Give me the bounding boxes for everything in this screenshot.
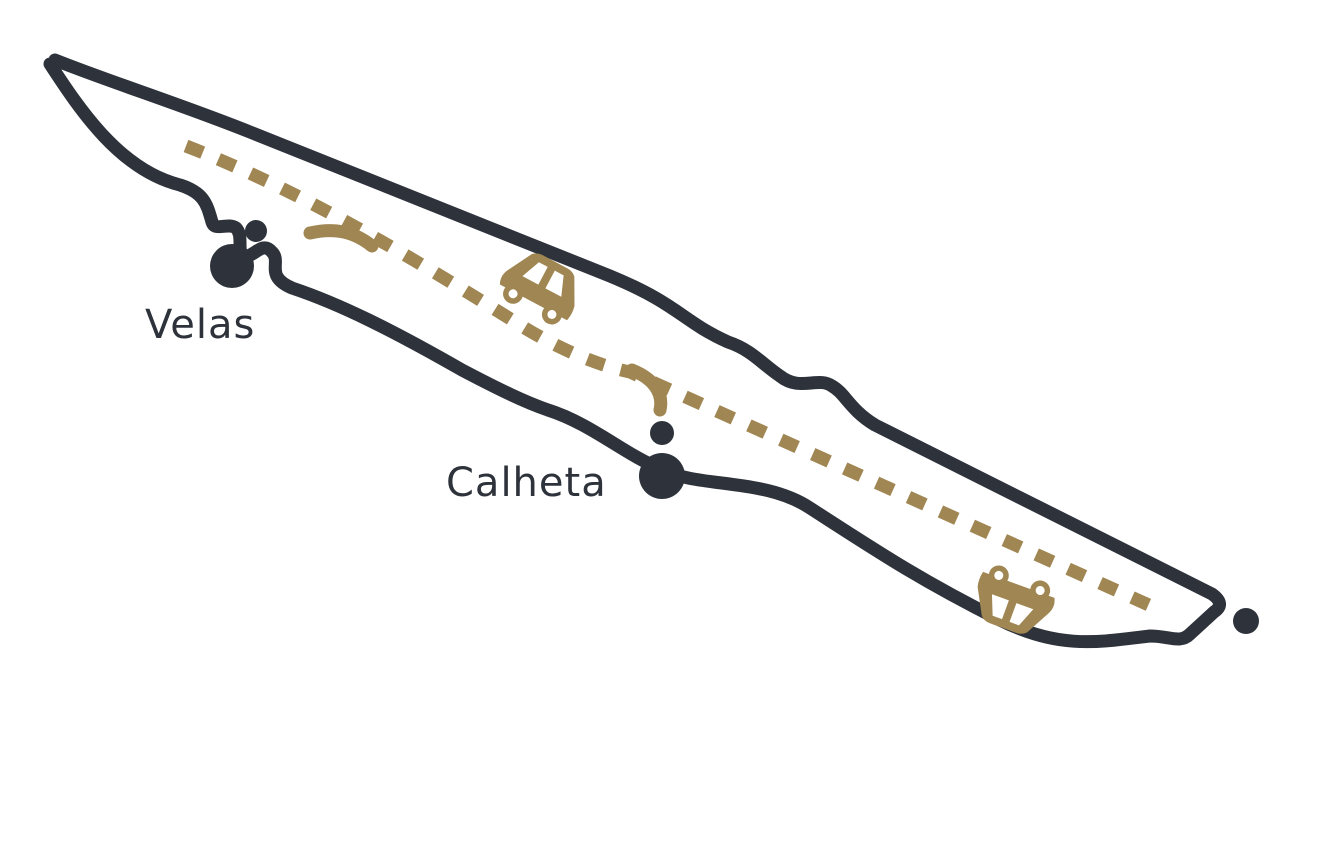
route-branch-2	[625, 363, 668, 417]
calheta-small-marker	[650, 421, 674, 445]
car-icon	[977, 565, 1055, 634]
route-dotted-road	[183, 139, 1163, 616]
car-icon	[499, 253, 575, 325]
town-label-velas: Velas	[145, 302, 255, 348]
calheta-marker	[639, 453, 685, 499]
island-outline	[43, 53, 1226, 649]
velas-marker	[210, 244, 254, 288]
islet-marker	[1233, 608, 1259, 634]
route-branch-1	[303, 224, 379, 253]
town-label-calheta: Calheta	[446, 460, 607, 506]
velas-small-marker	[245, 220, 267, 242]
